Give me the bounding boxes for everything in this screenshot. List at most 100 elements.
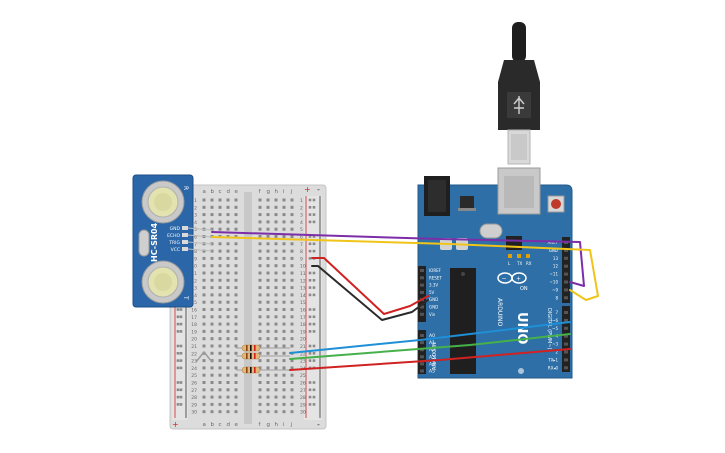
bb-hole [290,366,294,370]
bb-hole [282,329,286,333]
rail-hole [308,352,312,355]
power-pin[interactable] [420,276,424,280]
col-letter: a [203,189,206,195]
analog-pin[interactable] [420,334,424,337]
digital-pin[interactable] [564,248,568,252]
power-pin[interactable] [420,305,424,309]
digital-pin[interactable] [564,296,568,300]
bb-hole [274,235,278,238]
bb-hole [266,213,270,217]
row-number: 19 [300,329,306,335]
digital-pin[interactable] [564,311,568,314]
sensor-pin-label: VCC [171,247,180,253]
row-number: 27 [300,388,306,394]
digital-pin[interactable] [564,256,568,260]
row-number: 20 [191,337,197,343]
resistor[interactable] [236,352,290,360]
row-number: 28 [191,395,197,401]
bb-hole [218,315,222,319]
bb-hole [258,264,262,268]
bb-hole [290,373,294,377]
bb-hole [290,388,294,392]
analog-pin[interactable] [420,362,424,366]
bb-hole [266,264,270,268]
analog-pin[interactable] [420,369,424,373]
bb-hole [210,300,214,304]
bb-hole [234,351,238,355]
row-number: 30 [300,410,306,416]
digital-pin[interactable] [564,342,568,346]
led-label: TX [516,261,522,266]
power-pin[interactable] [420,290,424,294]
rail-hole [308,257,312,260]
bb-hole [202,410,206,414]
bb-hole [202,337,206,341]
sensor-pin[interactable] [182,226,188,230]
resistor[interactable] [236,366,290,374]
col-letter: g [267,422,271,428]
digital-pin[interactable] [564,288,568,292]
bb-hole [218,337,222,341]
bb-hole [210,256,214,260]
bb-hole [258,351,262,355]
sensor-pin[interactable] [182,233,188,237]
digital-pin[interactable] [564,326,568,330]
digital-pin[interactable] [564,272,568,276]
rail-hole [312,330,316,333]
bb-hole [210,205,214,209]
row-number: 9 [300,256,303,262]
bb-hole [266,249,270,253]
analog-pin[interactable] [420,341,424,345]
digital-pin[interactable] [564,358,568,362]
bb-hole [226,278,230,282]
bb-hole [218,271,222,275]
digital-pin[interactable] [564,318,568,322]
bb-hole [226,300,230,304]
rail-hole [176,330,180,333]
analog-pin[interactable] [420,355,424,359]
power-pin[interactable] [420,312,424,316]
bb-hole [282,249,286,253]
bb-hole [226,381,230,384]
row-number: 23 [300,359,306,365]
rail-hole [179,359,183,362]
bb-hole [290,359,294,363]
bb-hole [274,322,278,326]
bb-hole [290,308,294,311]
bb-hole [258,293,262,297]
power-pin[interactable] [420,283,424,287]
svg-text:−: − [502,276,507,283]
bb-hole [234,315,238,319]
digital-pin[interactable] [564,264,568,268]
sensor-pin[interactable] [182,247,188,251]
bb-hole [274,227,278,231]
usb-cable[interactable] [498,22,540,165]
bb-hole [234,256,238,260]
digital-pin-label: ~6 [552,318,558,323]
bb-hole [210,373,214,377]
digital-pin[interactable] [564,350,568,354]
bb-hole [266,410,270,414]
digital-pin[interactable] [564,334,568,338]
bb-hole [234,337,238,341]
bb-hole [202,271,206,275]
sensor-pin[interactable] [182,240,188,244]
bb-hole [266,198,270,202]
power-pin[interactable] [420,269,424,272]
digital-pin[interactable] [564,280,568,284]
bb-hole [202,278,206,282]
bb-hole [234,286,238,290]
bb-hole [266,381,270,384]
rail-hole [179,330,183,333]
bb-hole [210,322,214,326]
digital-pin[interactable] [564,366,568,370]
power-pin-label: 5V [429,290,435,295]
resistor[interactable] [236,344,290,352]
bb-hole [282,381,286,384]
digital-pin-label: ~10 [550,280,559,285]
bb-hole [282,264,286,268]
row-number: 20 [300,337,306,343]
bb-hole [210,329,214,333]
